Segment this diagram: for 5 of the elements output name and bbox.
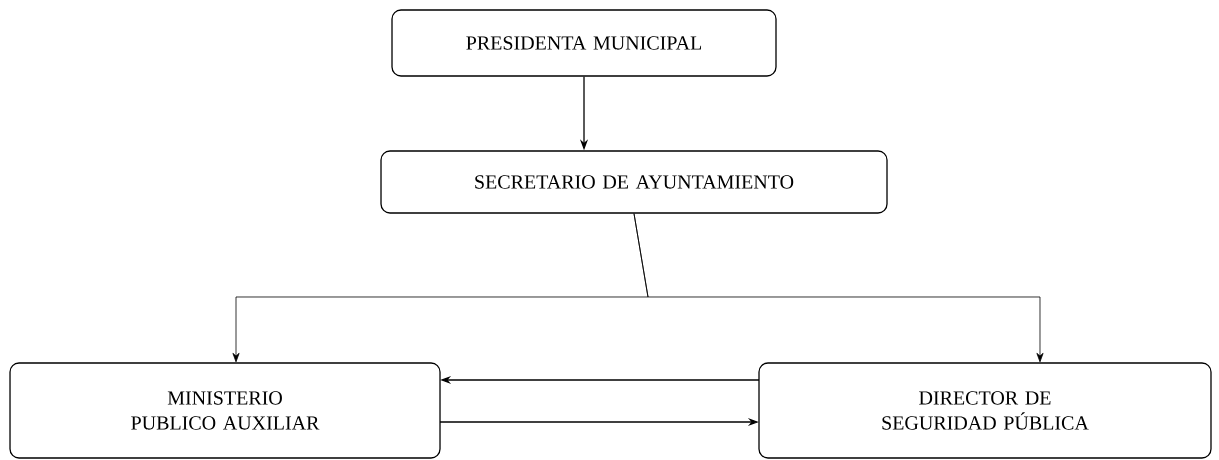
arrow	[633, 213, 1044, 363]
org-box: MINISTERIO PUBLICO AUXILIAR	[9, 362, 441, 459]
org-box: PRESIDENTA MUNICIPAL	[391, 9, 777, 77]
org-box: SECRETARIO DE AYUNTAMIENTO	[380, 150, 888, 214]
org-box: DIRECTOR DE SEGURIDAD PÚBLICA	[758, 362, 1212, 459]
